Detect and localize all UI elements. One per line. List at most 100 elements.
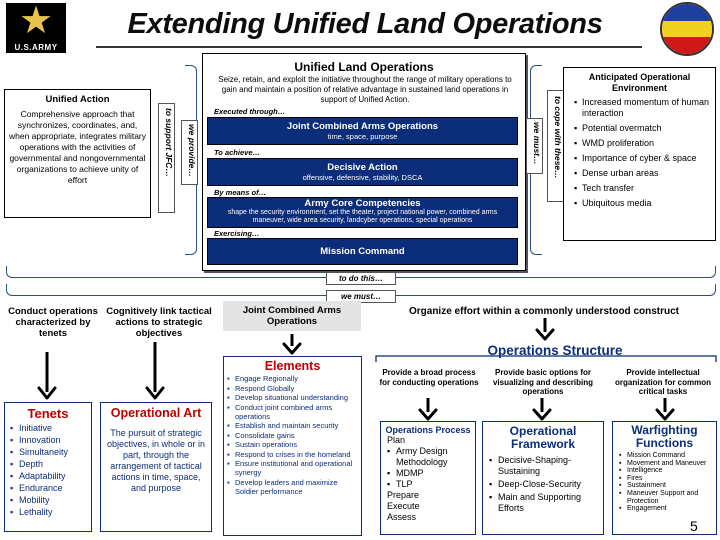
operations-process-box: Operations Process Plan Army Design Meth…	[380, 421, 476, 535]
list-item: Adaptability	[10, 470, 91, 482]
page-number: 5	[690, 518, 698, 534]
ops-structure-sub-2: Provide basic options for visualizing an…	[492, 368, 594, 396]
list-item: Movement and Maneuver	[619, 460, 716, 468]
panel-subtitle: Seize, retain, and exploit the initiativ…	[218, 75, 512, 104]
op-art-title: Operational Art	[110, 406, 202, 420]
page-title: Extending Unified Land Operations	[127, 8, 603, 40]
ops-process-assess: Assess	[387, 512, 417, 522]
tenets-box: Tenets Initiative Innovation Simultaneit…	[4, 402, 92, 532]
list-item: Engagement	[619, 505, 716, 513]
list-item: Establish and maintain security	[227, 421, 361, 430]
anticipated-title: Anticipated Operational Environment	[588, 72, 691, 93]
decisive-action-bar: Decisive Action offensive, defensive, st…	[207, 158, 518, 186]
elements-title: Elements	[264, 359, 321, 373]
core-bar-title: Army Core Competencies	[304, 198, 421, 209]
by-means-of-label: By means of…	[214, 188, 267, 197]
core-competencies-bar: Army Core Competencies shape the securit…	[207, 197, 518, 228]
arrow-head	[655, 408, 675, 421]
op-framework-list: Decisive-Shaping-Sustaining Deep-Close-S…	[489, 455, 600, 514]
unified-land-operations-panel: Unified Land Operations Seize, retain, a…	[202, 53, 526, 271]
operational-framework-box: Operational Framework Decisive-Shaping-S…	[482, 421, 604, 535]
list-item: Main and Supporting Efforts	[489, 492, 600, 514]
list-item: Mobility	[10, 494, 91, 506]
anticipated-list: Increased momentum of human interaction …	[574, 97, 711, 209]
arrow-head	[37, 386, 57, 400]
mission-command-bar: Mission Command	[207, 238, 518, 265]
list-item: Simultaneity	[10, 446, 91, 458]
arrow-head	[532, 408, 552, 421]
elements-list: Engage Regionally Respond Globally Devel…	[227, 374, 361, 496]
list-item: Respond Globally	[227, 384, 361, 393]
organize-heading: Organize effort within a commonly unders…	[408, 306, 680, 317]
list-item: TLP	[387, 479, 475, 490]
army-logo: ★ U.S.ARMY	[6, 0, 66, 53]
star-icon: ★	[18, 0, 54, 42]
core-bar-sub: shape the security environment, set the …	[227, 209, 498, 224]
unified-action-title: Unified Action	[45, 94, 110, 105]
wff-list: Mission Command Movement and Maneuver In…	[619, 452, 716, 513]
ops-process-execute: Execute	[387, 501, 420, 511]
list-item: Sustainment	[619, 482, 716, 490]
list-item: Innovation	[10, 434, 91, 446]
list-item: Importance of cyber & space	[574, 153, 711, 164]
op-art-heading: Cognitively link tactical actions to str…	[106, 306, 212, 339]
arrow-head	[145, 386, 165, 400]
logo-text: U.S.ARMY	[14, 43, 58, 52]
list-item: Potential overmatch	[574, 123, 711, 134]
tenets-list: Initiative Innovation Simultaneity Depth…	[10, 422, 91, 518]
ops-process-title: Operations Process	[385, 425, 471, 435]
panel-title: Unified Land Operations	[294, 60, 434, 74]
executed-through-label: Executed through…	[214, 107, 286, 116]
ops-process-plan-list: Army Design Methodology MDMP TLP	[387, 446, 475, 490]
ops-structure-bracket	[375, 355, 717, 362]
list-item: Intelligence	[619, 467, 716, 475]
list-item: Ubiquitous media	[574, 198, 711, 209]
list-item: Increased momentum of human interaction	[574, 97, 711, 119]
list-item: Ensure institutional and operational syn…	[227, 459, 361, 477]
list-item: Fires	[619, 475, 716, 483]
unified-action-body: Comprehensive approach that synchronizes…	[9, 109, 147, 185]
jca-heading: Joint Combined Arms Operations	[242, 305, 342, 327]
list-item: Dense urban areas	[574, 168, 711, 179]
list-item: Develop leaders and maximize Soldier per…	[227, 478, 361, 496]
to-achieve-label: To achieve…	[214, 148, 260, 157]
warfighting-functions-box: Warfighting Functions Mission Command Mo…	[612, 421, 717, 535]
tenets-title: Tenets	[27, 406, 69, 421]
op-art-body: The pursuit of strategic objectives, in …	[106, 428, 206, 493]
jca-bar-title: Joint Combined Arms Operations	[286, 121, 439, 132]
ops-process-prepare: Prepare	[387, 490, 420, 500]
arrow-head	[418, 408, 438, 421]
list-item: Develop situational understanding	[227, 393, 361, 402]
exercising-label: Exercising…	[214, 229, 260, 238]
unified-action-box: Unified Action Comprehensive approach th…	[4, 89, 151, 218]
we-must-label-box	[526, 118, 543, 174]
ops-structure-title: Operations Structure	[487, 343, 623, 358]
list-item: Conduct joint combined arms operations	[227, 403, 361, 421]
list-item: Deep-Close-Security	[489, 479, 600, 490]
tenets-heading: Conduct operations characterized by tene…	[8, 306, 98, 339]
decisive-bar-sub: offensive, defensive, stability, DSCA	[302, 173, 423, 182]
list-item: WMD proliferation	[574, 138, 711, 149]
list-item: Consolidate gains	[227, 431, 361, 440]
jca-bar-sub: time, space, purpose	[327, 132, 398, 141]
list-item: Depth	[10, 458, 91, 470]
jca-operations-bar: Joint Combined Arms Operations time, spa…	[207, 117, 518, 145]
list-item: Army Design Methodology	[387, 446, 475, 468]
anticipated-environment-box: Anticipated Operational Environment Incr…	[563, 67, 716, 241]
list-item: MDMP	[387, 468, 475, 479]
wff-title: Warfighting Functions	[631, 423, 698, 450]
list-item: Sustain operations	[227, 440, 361, 449]
operational-art-box: Operational Art The pursuit of strategic…	[100, 402, 212, 532]
we-must-label: we must…	[326, 290, 396, 303]
arrow-head	[535, 328, 555, 341]
tradoc-emblem-icon	[660, 2, 714, 56]
to-do-this-label: to do this…	[326, 272, 396, 285]
op-framework-title: Operational Framework	[509, 424, 577, 451]
arrow-head	[282, 342, 302, 355]
list-item: Mission Command	[619, 452, 716, 460]
ops-process-plan: Plan	[387, 435, 406, 445]
list-item: Maneuver Support and Protection	[619, 490, 716, 505]
list-item: Lethality	[10, 506, 91, 518]
jca-heading-box	[223, 301, 361, 331]
